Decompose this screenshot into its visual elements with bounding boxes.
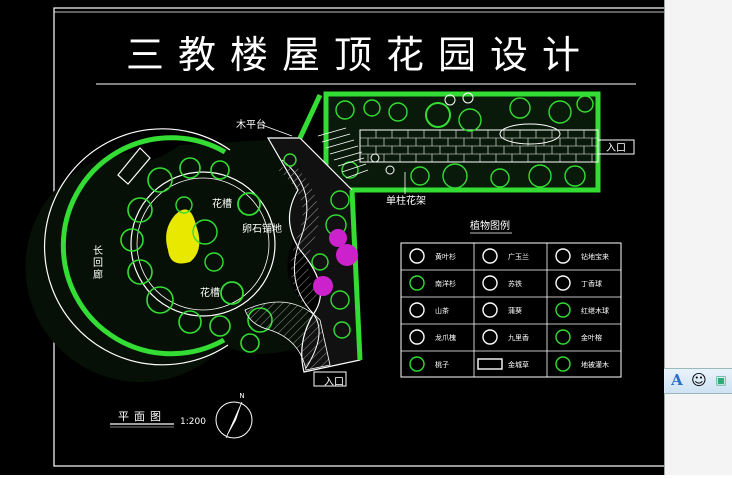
north-label: N [239, 392, 244, 400]
north-arrow-icon [215, 401, 253, 439]
legend-label-3-0: 龙爪槐 [435, 333, 456, 342]
label-flower-bed-top: 花槽 [212, 197, 232, 210]
legend-label-1-1: 苏铁 [508, 279, 522, 288]
legend-symbol-2-2 [555, 302, 571, 318]
plan-label: 平面图 [118, 410, 166, 423]
legend-symbol-2-0 [409, 302, 425, 318]
legend-symbol-4-0 [409, 356, 425, 372]
label-pebble-path: 卵石铺地 [242, 222, 282, 235]
smiley-icon[interactable]: ☺ [691, 371, 707, 389]
legend-label-4-1: 金城草 [508, 360, 529, 369]
legend-symbol-1-2 [555, 275, 571, 291]
label-long-corridor-3: 廊 [93, 268, 103, 281]
west-garden [25, 128, 316, 382]
legend-symbol-1-1 [482, 275, 498, 291]
legend-label-1-0: 南洋杉 [435, 279, 456, 288]
mini-taskbar: A ☺ ▣ [664, 368, 732, 394]
label-long-corridor-2: 回 [93, 257, 103, 269]
legend-symbol-4-2 [555, 356, 571, 372]
label-entrance-south: 入口 [324, 377, 344, 388]
label-entrance-east: 入口 [606, 143, 626, 154]
label-wood-platform: 木平台 [236, 118, 266, 131]
plan-labels: 木平台 入口 入口 单柱花架 花槽 花槽 卵石铺地 长 回 廊 [93, 118, 626, 388]
legend-symbol-3-2 [555, 329, 571, 345]
legend-label-4-2: 地被灌木 [581, 360, 609, 369]
legend-label-2-0: 山茶 [435, 306, 449, 315]
plan-drawing: 三教楼屋顶花园设计 [25, 11, 664, 439]
legend-label-2-1: 蒲葵 [508, 306, 522, 315]
legend-symbol-3-1 [482, 329, 498, 345]
legend-symbol-0-2 [555, 248, 571, 264]
legend-title: 植物图例 [470, 219, 510, 232]
legend-label-2-2: 红继木球 [581, 306, 609, 315]
legend-label-3-1: 九里香 [508, 333, 529, 342]
legend-label-0-2: 钻地宝来 [581, 252, 609, 261]
side-panel [664, 0, 732, 475]
cad-drawing-canvas: 三教楼屋顶花园设计 [0, 0, 664, 475]
legend-symbol-2-1 [482, 302, 498, 318]
legend-label-3-2: 金叶榕 [581, 333, 602, 342]
scale-label: 1:200 [180, 417, 206, 427]
plan-title-block: 平面图 1:200 N [110, 392, 253, 439]
paved-path [244, 93, 635, 387]
font-a-icon[interactable]: A [671, 371, 683, 389]
east-garden [323, 91, 601, 193]
drawing-title: 三教楼屋顶花园设计 [126, 33, 594, 77]
legend-symbol-0-1 [482, 248, 498, 264]
app-icon[interactable]: ▣ [715, 373, 727, 387]
label-long-corridor-1: 长 [93, 245, 103, 257]
legend-symbol-0-0 [409, 248, 425, 264]
legend-label-4-0: 桃子 [435, 360, 449, 369]
legend-symbol-4-1 [477, 358, 503, 370]
legend-label-0-0: 黄叶杉 [435, 252, 456, 261]
label-flower-bed-bottom: 花槽 [200, 286, 220, 299]
legend-label-0-1: 广玉兰 [508, 252, 529, 261]
legend-label-1-2: 丁香球 [581, 279, 602, 288]
legend-symbol-1-0 [409, 275, 425, 291]
label-single-trellis: 单柱花架 [386, 194, 426, 207]
legend-symbol-3-0 [409, 329, 425, 345]
